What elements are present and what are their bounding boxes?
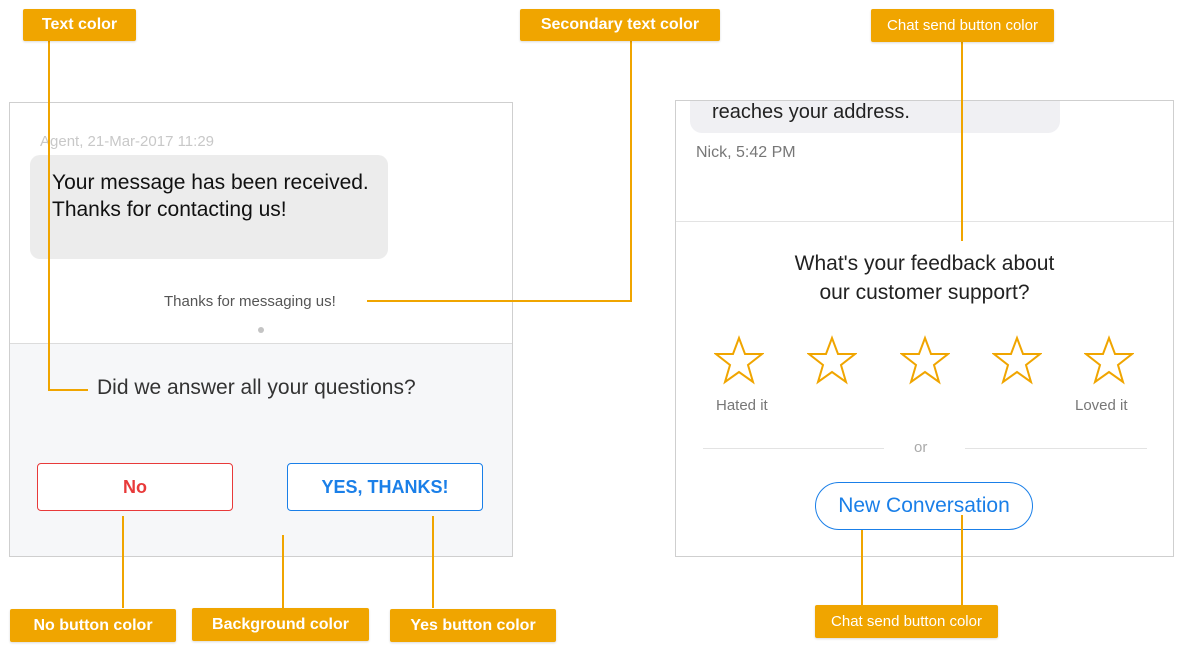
star-icon-2[interactable]	[806, 335, 858, 385]
leader-line-chat-send-bottom-b	[961, 515, 963, 606]
no-button[interactable]: No	[37, 463, 233, 511]
divider	[676, 221, 1173, 222]
star-icon-5[interactable]	[1083, 335, 1135, 385]
annotation-chat-send-button-color-bottom: Chat send button color	[815, 605, 998, 638]
leader-line-no-button	[122, 516, 124, 608]
annotation-background-color: Background color	[192, 608, 369, 641]
or-divider-right	[965, 448, 1147, 449]
leader-line-text-color	[48, 41, 50, 390]
annotation-chat-send-button-color-top: Chat send button color	[871, 9, 1054, 42]
annotation-secondary-text-color: Secondary text color	[520, 9, 720, 41]
or-divider-left	[703, 448, 884, 449]
hated-it-label: Hated it	[716, 397, 768, 414]
agent-message-text: reaches your address.	[712, 101, 910, 123]
star-icon-4[interactable]	[991, 335, 1043, 385]
feedback-question-line-2: our customer support?	[819, 281, 1030, 304]
feedback-panel-rating: reaches your address. Nick, 5:42 PM What…	[675, 100, 1174, 557]
leader-line-yes-button	[432, 516, 434, 608]
star-icon-3[interactable]	[899, 335, 951, 385]
leader-line-chat-send-bottom-a	[861, 530, 863, 606]
leader-line-secondary-text-elbow	[367, 300, 632, 302]
survey-panel-yes-no: Agent, 21-Mar-2017 11:29 Your message ha…	[9, 102, 513, 557]
survey-background: Did we answer all your questions? No YES…	[10, 343, 512, 556]
agent-timestamp: Agent, 21-Mar-2017 11:29	[40, 133, 215, 150]
agent-message-bubble	[30, 155, 388, 259]
feedback-question-line-1: What's your feedback about	[794, 252, 1055, 275]
agent-message-text: Your message has been received. Thanks f…	[52, 171, 369, 221]
leader-line-background	[282, 535, 284, 608]
annotation-no-button-color: No button color	[10, 609, 176, 642]
annotation-text-color: Text color	[23, 9, 136, 41]
star-icon-1[interactable]	[713, 335, 765, 385]
survey-question: Did we answer all your questions?	[97, 376, 416, 399]
feedback-question: What's your feedback about our customer …	[676, 249, 1173, 307]
agent-message-bubble	[690, 101, 1060, 133]
secondary-thanks-text: Thanks for messaging us!	[164, 293, 336, 310]
leader-line-chat-send-top	[961, 42, 963, 241]
leader-line-secondary-text	[630, 41, 632, 302]
loved-it-label: Loved it	[1075, 397, 1128, 414]
agent-timestamp: Nick, 5:42 PM	[696, 144, 796, 161]
annotation-yes-button-color: Yes button color	[390, 609, 556, 642]
typing-dot-indicator	[258, 327, 264, 333]
leader-line-text-color-elbow	[48, 389, 88, 391]
or-label: or	[914, 439, 928, 456]
new-conversation-button[interactable]: New Conversation	[815, 482, 1033, 530]
yes-thanks-button[interactable]: YES, THANKS!	[287, 463, 483, 511]
